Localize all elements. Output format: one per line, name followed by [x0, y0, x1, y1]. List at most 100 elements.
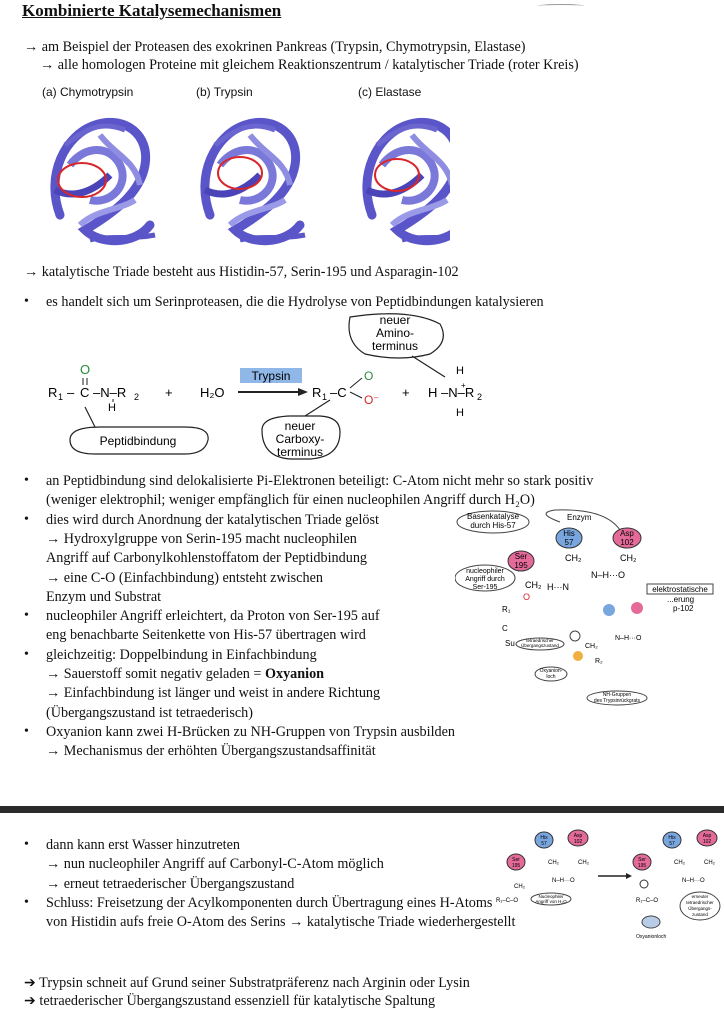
- svg-text:O: O: [80, 362, 90, 377]
- mech1-ser-1: Ser: [515, 552, 528, 561]
- svg-text:O: O: [364, 369, 373, 383]
- mech1-oxy-2: loch: [546, 674, 555, 680]
- mech1-nh-1: NH-Gruppen: [603, 692, 632, 698]
- svg-text:CH₂: CH₂: [548, 860, 560, 866]
- enzyme-trypsin: Trypsin: [252, 369, 291, 383]
- bullet-line: Schluss: Freisetzung der Acylkomponenten…: [24, 894, 492, 912]
- mech1-elektro-3: p-102: [673, 604, 694, 613]
- svg-text:2: 2: [134, 392, 139, 402]
- bullet-serinproteasen: es handelt sich um Serinproteasen, die d…: [24, 293, 544, 311]
- text-line: Enzym und Substrat: [46, 588, 162, 605]
- mech1-elektro-2: ...erung: [667, 595, 694, 604]
- mech1-tetra-1: tetraedrischer: [526, 638, 554, 643]
- svg-text:CH₂: CH₂: [578, 860, 590, 866]
- mech1-asp-2: 102: [620, 538, 634, 547]
- svg-text:CH₂: CH₂: [704, 860, 716, 866]
- mech1-asp-1: Asp: [620, 529, 634, 538]
- mech2r-asp-1: Asp: [703, 833, 712, 839]
- amino-word-1: neuer: [380, 313, 411, 327]
- mech2-ern-4: zustand: [692, 912, 708, 917]
- text-line: Angriff auf Carbonylkohlenstoffatom der …: [46, 550, 368, 567]
- svg-text:–N–R: –N–R: [93, 385, 126, 400]
- page-title: Kombinierte Katalysemechanismen: [22, 1, 282, 20]
- amino-word-3: terminus: [372, 339, 418, 353]
- r1-product: R: [312, 385, 321, 400]
- svg-text:N–H···O: N–H···O: [552, 878, 575, 884]
- svg-text:CH₂: CH₂: [674, 860, 686, 866]
- svg-text:C: C: [80, 385, 89, 400]
- oxyanion-bold: Oxyanion: [264, 666, 325, 682]
- svg-text:–: –: [67, 385, 75, 400]
- svg-text:+: +: [461, 381, 466, 390]
- bullet-line: Oxyanion kann zwei H-Brücken zu NH-Grupp…: [24, 723, 455, 741]
- water: H₂O: [200, 385, 225, 400]
- mech1-oxy-1: Oxyanion-: [540, 668, 563, 674]
- mech1-basen-1: Basenkatalyse: [467, 512, 520, 521]
- mech1-tetra-2: Übergangszustand: [521, 642, 559, 648]
- bullet-line: dann kann erst Wasser hinzutreten: [24, 836, 240, 854]
- mech2-ser-2: 195: [512, 863, 521, 869]
- text-line: → Sauerstoff somit negativ geladen = Oxy…: [46, 666, 325, 682]
- svg-text:H: H: [108, 402, 116, 414]
- svg-text:1: 1: [58, 392, 63, 402]
- mechanism-diagram-1: Basenkatalyse durch His-57 Enzym His 57 …: [455, 509, 714, 706]
- peptide-hydrolysis-reaction: neuer Amino- terminus R 1 – C O –N–R 2 H…: [48, 313, 482, 460]
- text-line: → eine C-O (Einfachbindung) entsteht zwi…: [46, 569, 323, 586]
- mech2-ern-3: Übergangs-: [688, 905, 712, 911]
- mech2r-his-2: 57: [669, 841, 675, 847]
- text-line: → nun nucleophiler Angriff auf Carbonyl-…: [46, 856, 384, 873]
- mech1-nuc-2: Angriff durch: [465, 576, 505, 583]
- mech2-ern-2: tetraedrischer: [686, 900, 714, 905]
- svg-text:O: O: [364, 393, 373, 407]
- mech2-left: His 57 Asp 102 Ser 195 CH₂ CH₂ N–H···O C…: [496, 829, 590, 906]
- final-line-1: ➔ Trypsin schneit auf Grund seiner Subst…: [24, 975, 470, 991]
- text-line: → Mechanismus der erhöhten Übergangszust…: [46, 743, 376, 760]
- triad-line: → katalytische Triade besteht aus Histid…: [24, 264, 459, 280]
- label-elastase: (c) Elastase: [358, 85, 422, 99]
- label-chymotrypsin: (a) Chymotrypsin: [42, 85, 134, 99]
- mech1-his-2: 57: [565, 538, 574, 547]
- mech2r-ser-1: Ser: [638, 857, 646, 863]
- intro-line-2: → alle homologen Proteine mit gleichem R…: [40, 57, 579, 73]
- svg-text:O: O: [523, 592, 530, 602]
- mech1-nuc-1: nucleophiler: [466, 568, 504, 575]
- mech2-nuc-1: Nucleophiler: [538, 894, 564, 899]
- svg-text:C: C: [502, 624, 508, 633]
- amino-word-2: Amino-: [376, 326, 414, 340]
- plus-1: +: [165, 385, 173, 400]
- svg-text:CH₂: CH₂: [585, 643, 598, 650]
- svg-text:N–H···O: N–H···O: [615, 635, 642, 642]
- mech2-ern-1: erneuter: [692, 894, 709, 899]
- mech1-nh-2: des Trypsinrückgrats: [594, 698, 641, 704]
- svg-text:R₁: R₁: [502, 605, 511, 614]
- mech1-elektro-1: elektrostatische: [652, 585, 708, 594]
- r1-left: R: [48, 385, 57, 400]
- label-trypsin: (b) Trypsin: [196, 85, 253, 99]
- mech2-asp-1: Asp: [574, 833, 583, 839]
- svg-text:R₁–C–O: R₁–C–O: [496, 898, 518, 904]
- svg-text:H –N–R: H –N–R: [428, 385, 474, 400]
- mech1-enzym: Enzym: [567, 513, 592, 522]
- mech1-ser-2: 195: [514, 561, 528, 570]
- mech2-his-1: His: [540, 835, 548, 841]
- svg-text:CH₂: CH₂: [525, 580, 542, 590]
- svg-text:N–H···O: N–H···O: [591, 570, 625, 580]
- mech2r-ser-2: 195: [638, 863, 647, 869]
- svg-text:CH₂: CH₂: [514, 884, 526, 890]
- top-right-mark: [538, 4, 584, 8]
- text-line: von Histidin aufs freie O-Atom des Serin…: [46, 914, 516, 931]
- carboxy-word-3: terminus: [277, 445, 323, 459]
- final-line-2: ➔ tetraederischer Übergangszustand essen…: [24, 993, 436, 1009]
- svg-text:–C: –C: [330, 385, 347, 400]
- carboxy-word-1: neuer: [285, 419, 316, 433]
- svg-text:+: +: [402, 385, 410, 400]
- bullet-line: an Peptidbindung sind delokalisierte Pi-…: [24, 472, 593, 490]
- svg-text:N–H···O: N–H···O: [682, 878, 705, 884]
- section-separator: [0, 806, 724, 813]
- mech1-basen-2: durch His-57: [470, 521, 516, 530]
- text-line: (weniger elektrophil; weniger empfänglic…: [46, 492, 535, 509]
- svg-text:1: 1: [322, 392, 327, 402]
- mech1-su: Su: [505, 639, 515, 648]
- text-line: → erneut tetraederischer Übergangszustan…: [46, 875, 295, 892]
- peptidbindung-label: Peptidbindung: [100, 434, 177, 448]
